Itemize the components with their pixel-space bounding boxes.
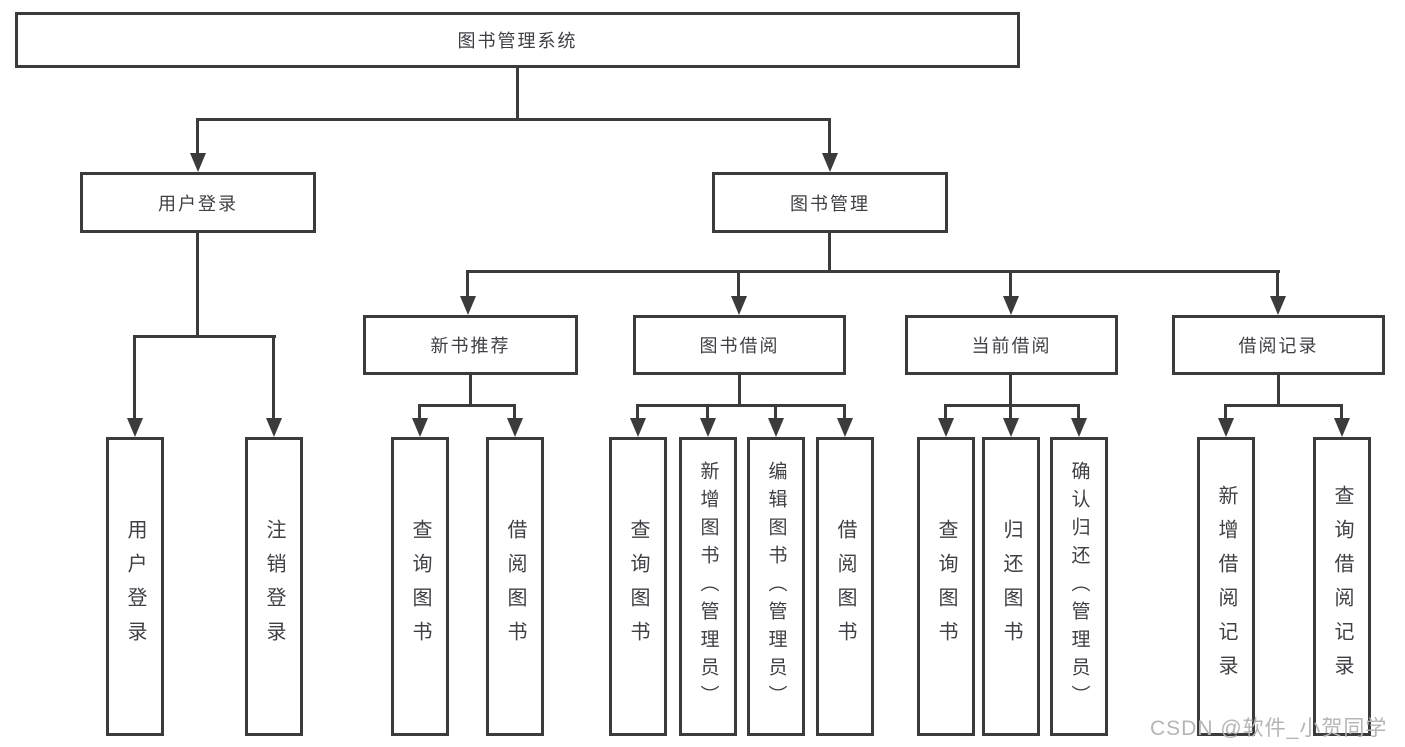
- connector-drop: [843, 404, 846, 419]
- node-query-books-borrow: 查询图书: [609, 437, 667, 736]
- connector-rail: [419, 404, 516, 407]
- connector-stem: [1009, 375, 1012, 407]
- node-label: 注销登录: [263, 518, 285, 655]
- node-label: 归还图书: [1000, 518, 1022, 655]
- arrow-down-icon: [266, 418, 282, 437]
- node-borrow-books-borrow: 借阅图书: [816, 437, 874, 736]
- node-label: 借阅图书: [834, 518, 856, 655]
- node-new-book-recommendation: 新书推荐: [363, 315, 578, 375]
- node-label: 编辑图书（管理员）: [765, 460, 787, 713]
- arrow-down-icon: [700, 418, 716, 437]
- connector-drop: [944, 404, 947, 419]
- arrow-down-icon: [127, 418, 143, 437]
- arrow-down-icon: [190, 153, 206, 172]
- arrow-down-icon: [1270, 296, 1286, 315]
- node-label: 当前借阅: [971, 336, 1052, 356]
- node-book-management: 图书管理: [712, 172, 948, 233]
- connector-drop: [513, 404, 516, 419]
- connector-drop: [196, 118, 199, 154]
- connector-rail: [945, 404, 1080, 407]
- node-label: 查询图书: [627, 518, 649, 655]
- node-label: 借阅记录: [1238, 336, 1319, 356]
- node-borrowing-records: 借阅记录: [1172, 315, 1385, 375]
- arrow-down-icon: [507, 418, 523, 437]
- connector-stem: [469, 375, 472, 407]
- connector-drop: [1009, 270, 1012, 297]
- connector-drop: [706, 404, 709, 419]
- node-logout: 注销登录: [245, 437, 303, 736]
- connector-drop: [466, 270, 469, 297]
- arrow-down-icon: [1218, 418, 1234, 437]
- node-label: 新书推荐: [430, 336, 511, 356]
- node-label: 确认归还（管理员）: [1068, 460, 1090, 713]
- node-label: 图书管理: [790, 193, 870, 214]
- node-label: 图书管理系统: [457, 31, 578, 51]
- node-label: 借阅图书: [504, 518, 526, 655]
- connector-drop: [1340, 404, 1343, 419]
- node-label: 新增借阅记录: [1215, 484, 1237, 689]
- connector-stem: [516, 68, 519, 120]
- arrow-down-icon: [837, 418, 853, 437]
- arrow-down-icon: [768, 418, 784, 437]
- connector-rail: [1225, 404, 1343, 407]
- connector-drop: [828, 118, 831, 154]
- connector-drop: [774, 404, 777, 419]
- connector-rail: [196, 118, 831, 121]
- node-book-borrowing: 图书借阅: [633, 315, 846, 375]
- connector-rail: [637, 404, 846, 407]
- connector-stem: [196, 233, 199, 337]
- connector-drop: [133, 335, 136, 419]
- node-query-books-current: 查询图书: [917, 437, 975, 736]
- connector-drop: [1276, 270, 1279, 297]
- connector-drop: [1009, 404, 1012, 419]
- connector-drop: [272, 335, 275, 419]
- connector-stem: [828, 233, 831, 272]
- arrow-down-icon: [731, 296, 747, 315]
- node-add-borrow-record: 新增借阅记录: [1197, 437, 1255, 736]
- connector-drop: [636, 404, 639, 419]
- node-label: 用户登录: [124, 518, 146, 655]
- arrow-down-icon: [412, 418, 428, 437]
- node-label: 查询借阅记录: [1331, 484, 1353, 689]
- node-label: 用户登录: [158, 193, 238, 214]
- arrow-down-icon: [1334, 418, 1350, 437]
- connector-rail: [467, 270, 1280, 273]
- node-label: 查询图书: [409, 518, 431, 655]
- connector-drop: [1077, 404, 1080, 419]
- arrow-down-icon: [1003, 296, 1019, 315]
- node-label: 新增图书（管理员）: [697, 460, 719, 713]
- connector-stem: [738, 375, 741, 407]
- node-borrow-books-recommend: 借阅图书: [486, 437, 544, 736]
- connector-drop: [418, 404, 421, 419]
- arrow-down-icon: [1071, 418, 1087, 437]
- connector-rail: [133, 335, 276, 338]
- node-label: 查询图书: [935, 518, 957, 655]
- node-add-books-admin: 新增图书（管理员）: [679, 437, 737, 736]
- connector-drop: [737, 270, 740, 297]
- arrow-down-icon: [460, 296, 476, 315]
- node-confirm-return-admin: 确认归还（管理员）: [1050, 437, 1108, 736]
- arrow-down-icon: [938, 418, 954, 437]
- node-return-books: 归还图书: [982, 437, 1040, 736]
- node-user-login: 用户登录: [80, 172, 316, 233]
- node-label: 图书借阅: [699, 336, 780, 356]
- arrow-down-icon: [822, 153, 838, 172]
- node-edit-books-admin: 编辑图书（管理员）: [747, 437, 805, 736]
- watermark: CSDN @软件_小贺同学: [1150, 717, 1388, 740]
- node-current-borrowing: 当前借阅: [905, 315, 1118, 375]
- arrow-down-icon: [1003, 418, 1019, 437]
- connector-stem: [1277, 375, 1280, 407]
- connector-drop: [1224, 404, 1227, 419]
- node-book-management-system: 图书管理系统: [15, 12, 1020, 68]
- node-login: 用户登录: [106, 437, 164, 736]
- arrow-down-icon: [630, 418, 646, 437]
- node-query-borrow-record: 查询借阅记录: [1313, 437, 1371, 736]
- node-query-books-recommend: 查询图书: [391, 437, 449, 736]
